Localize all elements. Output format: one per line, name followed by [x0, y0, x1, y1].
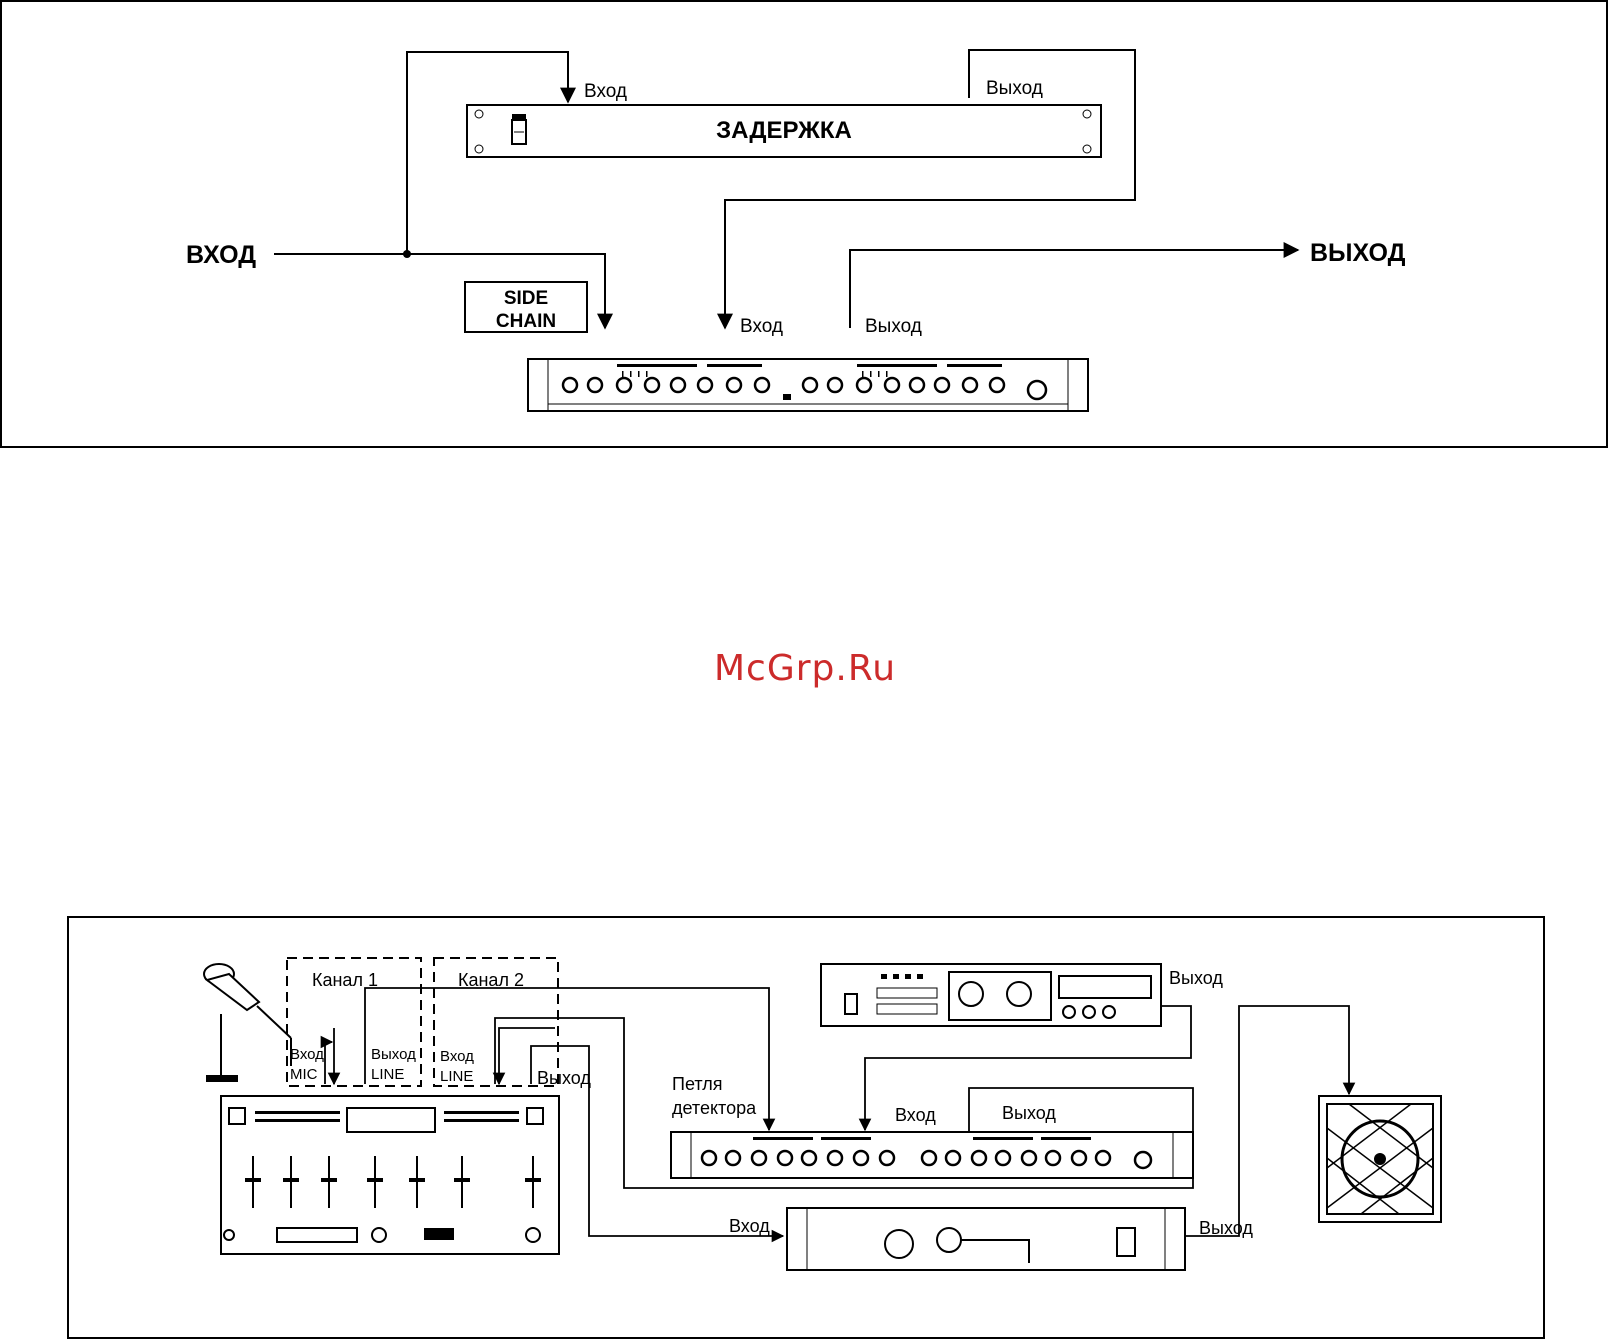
line-out-label-1: Выход: [371, 1046, 416, 1063]
tape-deck-unit: [821, 964, 1161, 1026]
wire-delay-to-comp: [725, 50, 1135, 328]
mixer-unit: [221, 1096, 559, 1254]
detector-loop-label-2: детектора: [672, 1098, 757, 1118]
microphone-icon: [204, 964, 291, 1081]
comp-in-label: Вход: [740, 316, 783, 337]
amplifier-unit: [787, 1208, 1185, 1270]
channel1-label: Канал 1: [312, 970, 378, 990]
sidechain-delay-diagram: ЗАДЕРЖКА Вход Выход ВХОД ВЫХОД Вход Выхо…: [0, 0, 1608, 448]
comp-in-label-bottom: Вход: [895, 1105, 936, 1125]
side-chain-label-2: CHAIN: [496, 311, 556, 332]
side-chain-label-1: SIDE: [504, 288, 548, 309]
comp-out-label: Выход: [865, 316, 922, 337]
deck-out-label: Выход: [1169, 968, 1223, 988]
amp-in-label: Вход: [729, 1216, 770, 1236]
amp-out-label: Выход: [1199, 1218, 1253, 1238]
speaker-icon: [1319, 1096, 1441, 1222]
delay-out-label: Выход: [986, 78, 1043, 99]
detector-loop-label-1: Петля: [672, 1074, 722, 1094]
main-in-label: ВХОД: [186, 241, 256, 269]
mic-in-label-1: Вход: [290, 1046, 324, 1063]
delay-in-label: Вход: [584, 81, 627, 102]
line-in-label-1: Вход: [440, 1048, 474, 1065]
delay-label: ЗАДЕРЖКА: [716, 117, 852, 144]
watermark-text: McGrp.Ru: [0, 648, 1610, 689]
comp-out-label-bottom: Выход: [1002, 1103, 1056, 1123]
line-out-label-2: LINE: [371, 1066, 404, 1083]
main-out-label: ВЫХОД: [1310, 239, 1406, 267]
compressor-unit-bottom: [671, 1132, 1193, 1178]
detector-loop-diagram: Канал 1 Канал 2: [67, 916, 1545, 1339]
line-in-label-2: LINE: [440, 1068, 473, 1085]
mixer-out-label: Выход: [537, 1068, 591, 1088]
detector-loop-svg: Канал 1 Канал 2: [69, 918, 1547, 1341]
sidechain-delay-svg: ЗАДЕРЖКА Вход Выход ВХОД ВЫХОД Вход Выхо…: [2, 2, 1610, 450]
compressor-unit-top: [528, 359, 1088, 411]
wire-mic-to-mixer: [325, 1042, 332, 1084]
mic-in-label-2: MIC: [290, 1066, 318, 1083]
channel2-label: Канал 2: [458, 970, 524, 990]
